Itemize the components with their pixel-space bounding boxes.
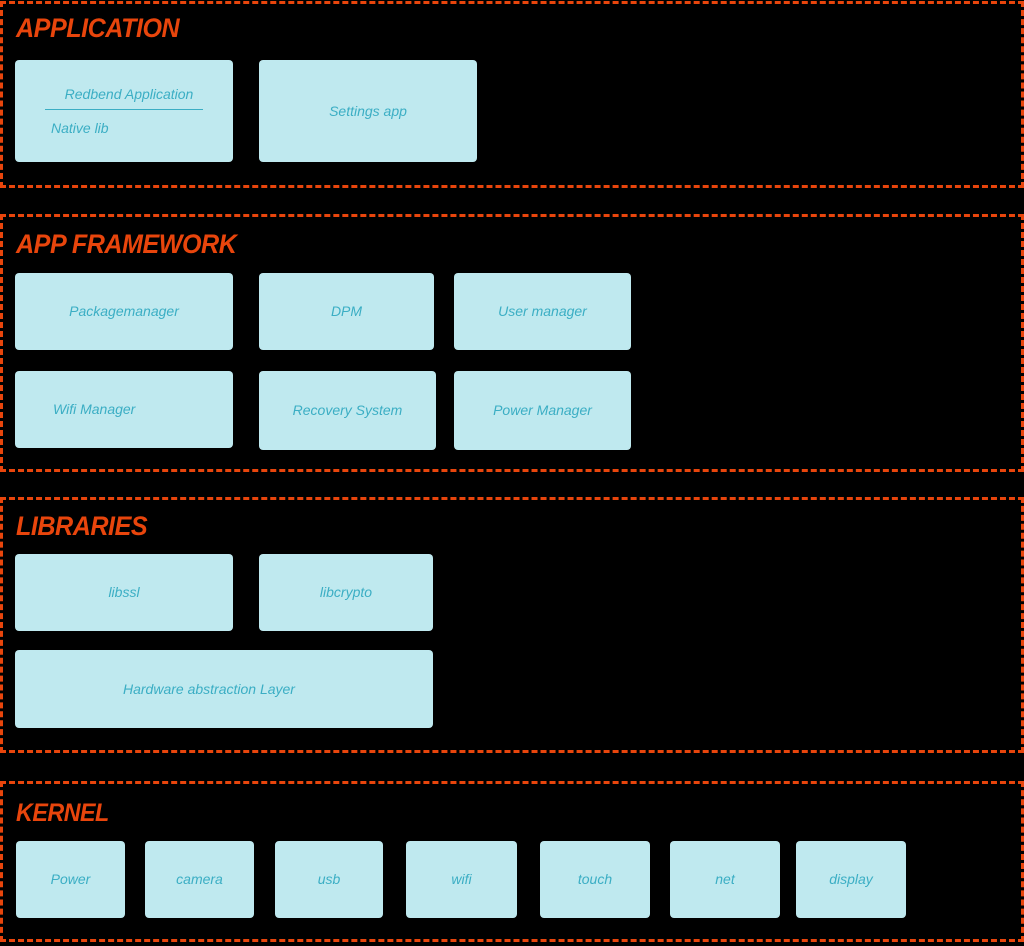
block-wifi-manager[interactable]: Wifi Manager — [15, 371, 233, 448]
block-wifi[interactable]: wifi — [406, 841, 517, 918]
block-settings-app-label: Settings app — [329, 102, 407, 119]
block-touch[interactable]: touch — [540, 841, 650, 918]
block-hardware-abstraction-layer-label: Hardware abstraction Layer — [123, 680, 295, 697]
block-packagemanager-label: Packagemanager — [69, 303, 179, 320]
block-recovery-system-label: Recovery System — [292, 402, 403, 419]
block-redbend-application[interactable]: Redbend Application Native lib — [15, 60, 233, 162]
layer-title-kernel: KERNEL — [16, 799, 109, 827]
block-settings-app[interactable]: Settings app — [259, 60, 477, 162]
block-libssl-label: libssl — [108, 584, 140, 601]
block-touch-label: touch — [577, 871, 613, 888]
block-hardware-abstraction-layer[interactable]: Hardware abstraction Layer — [15, 650, 433, 728]
block-redbend-application-sublabel: Native lib — [51, 119, 109, 136]
block-dpm[interactable]: DPM — [259, 273, 434, 350]
block-display[interactable]: display — [796, 841, 906, 918]
block-camera[interactable]: camera — [145, 841, 254, 918]
block-dpm-label: DPM — [330, 303, 363, 320]
block-camera-label: camera — [176, 871, 223, 888]
block-redbend-application-label: Redbend Application — [64, 85, 194, 102]
block-usb-label: usb — [317, 871, 341, 888]
block-recovery-system[interactable]: Recovery System — [259, 371, 436, 450]
block-display-label: display — [829, 871, 873, 888]
block-power[interactable]: Power — [16, 841, 125, 918]
block-power-manager-label: Power Manager — [493, 402, 592, 419]
layer-title-app-framework: APP FRAMEWORK — [16, 229, 237, 259]
block-wifi-manager-label: Wifi Manager — [53, 401, 136, 418]
block-packagemanager[interactable]: Packagemanager — [15, 273, 233, 350]
layer-title-application: APPLICATION — [16, 13, 180, 43]
block-power-label: Power — [50, 871, 91, 888]
block-redbend-application-divider — [45, 108, 203, 110]
block-user-manager-label: User manager — [498, 303, 587, 320]
block-usb[interactable]: usb — [275, 841, 383, 918]
block-libcrypto[interactable]: libcrypto — [259, 554, 433, 631]
block-net-label: net — [715, 871, 735, 888]
block-libcrypto-label: libcrypto — [319, 584, 373, 601]
block-net[interactable]: net — [670, 841, 780, 918]
block-user-manager[interactable]: User manager — [454, 273, 631, 350]
block-power-manager[interactable]: Power Manager — [454, 371, 631, 450]
block-libssl[interactable]: libssl — [15, 554, 233, 631]
layer-title-libraries: LIBRARIES — [16, 511, 148, 541]
block-wifi-label: wifi — [451, 871, 472, 888]
